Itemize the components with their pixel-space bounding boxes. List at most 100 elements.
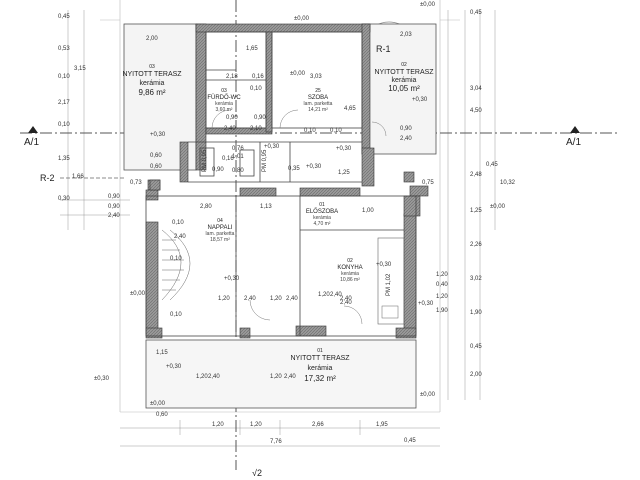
- svg-text:±0,00: ±0,00: [420, 2, 436, 8]
- svg-text:2,80: 2,80: [200, 204, 212, 210]
- svg-text:kerámia: kerámia: [341, 271, 359, 277]
- svg-text:2,17: 2,17: [58, 100, 70, 106]
- svg-text:0,60: 0,60: [150, 164, 162, 170]
- svg-text:ELŐSZOBA: ELŐSZOBA: [306, 208, 338, 215]
- svg-text:0,10: 0,10: [58, 74, 70, 80]
- svg-text:3,60 m²: 3,60 m²: [216, 107, 233, 113]
- svg-text:FÜRDŐ-WC: FÜRDŐ-WC: [207, 94, 241, 101]
- svg-text:0,10: 0,10: [170, 312, 182, 318]
- svg-text:0,10: 0,10: [250, 86, 262, 92]
- svg-text:2,40: 2,40: [244, 296, 256, 302]
- svg-text:1,25: 1,25: [338, 170, 350, 176]
- svg-text:1,15: 1,15: [156, 350, 168, 356]
- svg-text:NYITOTT TERASZ: NYITOTT TERASZ: [374, 69, 434, 76]
- svg-text:10,32: 10,32: [500, 180, 516, 186]
- window-tags: PM 0,95 PM 1,02 PM 0,95: [202, 149, 392, 296]
- svg-text:0,53: 0,53: [58, 46, 70, 52]
- svg-text:1,20: 1,20: [436, 294, 448, 300]
- svg-text:2,26: 2,26: [470, 242, 482, 248]
- room-bath: 03 FÜRDŐ-WC kerámia 3,60 m²: [207, 88, 241, 113]
- svg-text:+0,30: +0,30: [412, 97, 428, 103]
- svg-text:10,86 m²: 10,86 m²: [340, 277, 360, 283]
- svg-text:+0,30: +0,30: [376, 262, 392, 268]
- svg-text:1,01: 1,01: [232, 154, 244, 160]
- svg-text:01: 01: [317, 348, 323, 354]
- svg-text:0,80: 0,80: [232, 168, 244, 174]
- svg-text:1,00: 1,00: [362, 208, 374, 214]
- svg-text:0,90: 0,90: [212, 167, 224, 173]
- svg-text:3,02: 3,02: [470, 276, 482, 282]
- svg-text:0,45: 0,45: [58, 14, 70, 20]
- svg-text:0,90: 0,90: [400, 126, 412, 132]
- svg-text:2,03: 2,03: [400, 32, 412, 38]
- svg-text:1,90: 1,90: [470, 310, 482, 316]
- svg-text:±0,00: ±0,00: [150, 401, 166, 407]
- svg-text:+0,30: +0,30: [336, 146, 352, 152]
- axis-a1-right-label: A/1: [566, 137, 581, 148]
- room-terrace-s: 01 NYITOTT TERASZ kerámia 17,32 m²: [290, 348, 350, 383]
- svg-text:SZOBA: SZOBA: [308, 95, 328, 101]
- svg-text:1,90: 1,90: [436, 308, 448, 314]
- svg-text:2,18: 2,18: [226, 74, 238, 80]
- svg-text:+0,30: +0,30: [306, 164, 322, 170]
- terrace-s-area: [145, 339, 417, 409]
- svg-text:04: 04: [217, 218, 223, 224]
- partitions: [145, 31, 417, 337]
- svg-text:1,66: 1,66: [72, 174, 84, 180]
- svg-text:0,10: 0,10: [304, 128, 316, 134]
- svg-text:25: 25: [315, 88, 321, 94]
- svg-text:3,03: 3,03: [310, 74, 322, 80]
- svg-text:1,13: 1,13: [260, 204, 272, 210]
- svg-text:0,75: 0,75: [422, 180, 434, 186]
- svg-text:0,16: 0,16: [222, 156, 234, 162]
- axis-labels: A/1 A/1 R-1 R-2 √2: [24, 44, 581, 478]
- room-living: 04 NAPPALI lam. parketta 18,57 m²: [206, 218, 235, 243]
- svg-text:lam. parketta: lam. parketta: [304, 101, 333, 107]
- svg-text:0,10: 0,10: [330, 128, 342, 134]
- svg-text:1,95: 1,95: [376, 422, 388, 428]
- svg-text:0,30: 0,30: [58, 196, 70, 202]
- svg-text:4,50: 4,50: [470, 108, 482, 114]
- svg-text:±0,00: ±0,00: [294, 16, 310, 22]
- left-dimension-lines: [60, 10, 130, 230]
- svg-text:14,21 m²: 14,21 m²: [308, 107, 328, 113]
- svg-text:10,05 m²: 10,05 m²: [388, 84, 420, 93]
- svg-text:01: 01: [319, 202, 325, 208]
- dimension-texts: 2,00 1,65 2,03 0,45 0,53 3,15 0,10 2,17 …: [58, 10, 516, 445]
- svg-text:2,66: 2,66: [312, 422, 324, 428]
- svg-text:0,90: 0,90: [108, 204, 120, 210]
- svg-text:4,65: 4,65: [344, 106, 356, 112]
- svg-text:NYITOTT TERASZ: NYITOTT TERASZ: [122, 71, 182, 78]
- axis-r1-label: R-1: [376, 44, 391, 54]
- svg-text:2,48: 2,48: [470, 172, 482, 178]
- svg-text:3,15: 3,15: [74, 66, 86, 72]
- svg-text:0,90: 0,90: [254, 115, 266, 121]
- svg-text:kerámia: kerámia: [308, 365, 333, 372]
- svg-text:2,00: 2,00: [146, 36, 158, 42]
- svg-text:1,20: 1,20: [250, 422, 262, 428]
- svg-text:0,45: 0,45: [470, 344, 482, 350]
- svg-text:3,04: 3,04: [470, 86, 482, 92]
- svg-text:1,35: 1,35: [58, 156, 70, 162]
- stair: [161, 229, 191, 301]
- svg-text:1,20: 1,20: [270, 374, 282, 380]
- svg-text:kerámia: kerámia: [313, 215, 331, 221]
- svg-text:kerámia: kerámia: [140, 80, 165, 87]
- svg-text:0,45: 0,45: [486, 162, 498, 168]
- svg-text:KONYHA: KONYHA: [337, 265, 362, 271]
- svg-text:2,40: 2,40: [174, 234, 186, 240]
- terrace-ne-area: [361, 23, 437, 155]
- svg-text:0,16: 0,16: [252, 74, 264, 80]
- svg-text:PM 1,02: PM 1,02: [386, 273, 392, 296]
- svg-text:03: 03: [221, 88, 227, 94]
- svg-text:NAPPALI: NAPPALI: [208, 225, 233, 231]
- svg-text:2,00: 2,00: [470, 372, 482, 378]
- svg-text:0,40: 0,40: [436, 282, 448, 288]
- svg-text:03: 03: [149, 64, 155, 70]
- svg-text:0,60: 0,60: [150, 153, 162, 159]
- svg-text:1,25: 1,25: [470, 208, 482, 214]
- svg-text:0,45: 0,45: [470, 10, 482, 16]
- svg-text:±0,30: ±0,30: [94, 376, 110, 382]
- svg-text:02: 02: [401, 62, 407, 68]
